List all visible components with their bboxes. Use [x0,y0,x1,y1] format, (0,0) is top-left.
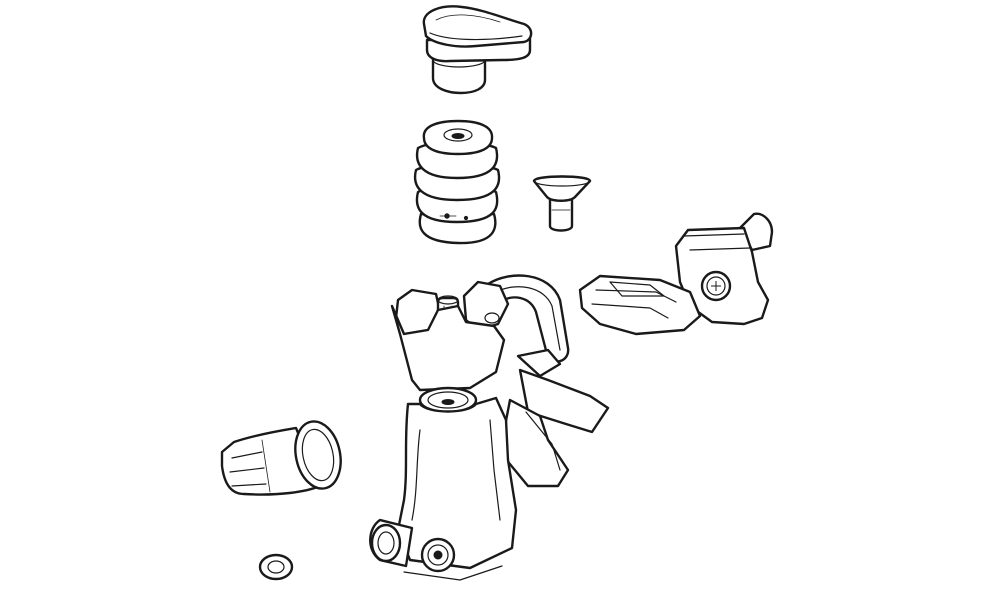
shifter-clamp-mount [578,212,774,336]
lever-body [369,274,610,581]
washer [258,553,294,581]
countersunk-screw [532,175,592,232]
reach-adjust-knob [422,5,533,95]
rubber-boot [413,119,501,245]
bleed-port-cap [220,420,342,496]
